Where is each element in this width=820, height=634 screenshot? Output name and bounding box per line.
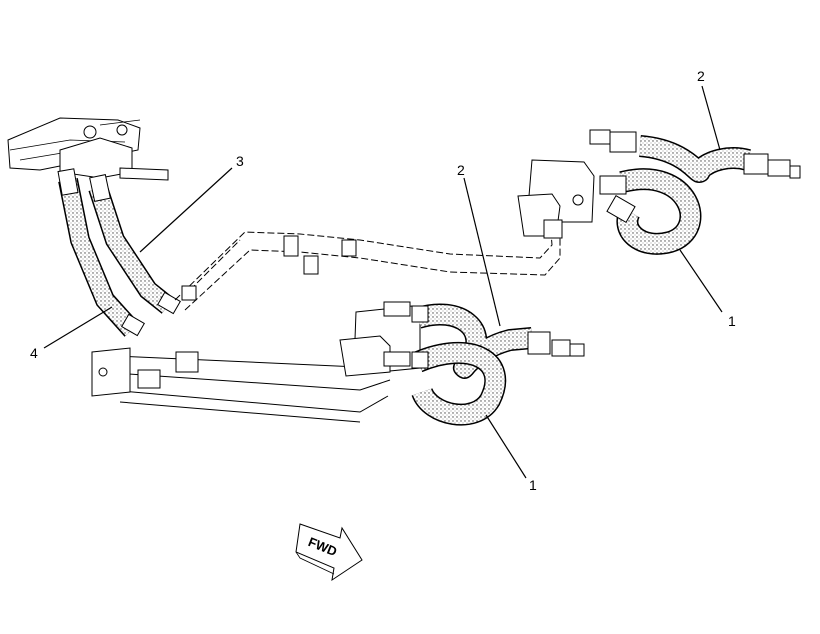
- upper-right-valve-assembly: [517, 129, 801, 255]
- lower-valve-assembly: [339, 301, 585, 426]
- hose-4: [57, 168, 145, 337]
- hose-3: [88, 174, 181, 315]
- fwd-arrow: FWD: [295, 523, 363, 582]
- callout-2-upper: 2: [697, 68, 705, 84]
- upper-left-bracket: [7, 117, 169, 181]
- leader-lines: [43, 85, 723, 479]
- callout-3: 3: [236, 153, 244, 169]
- callout-2-lower: 2: [457, 162, 465, 178]
- callout-1-lower: 1: [529, 477, 537, 493]
- callout-4: 4: [30, 345, 38, 361]
- callout-1-upper: 1: [728, 313, 736, 329]
